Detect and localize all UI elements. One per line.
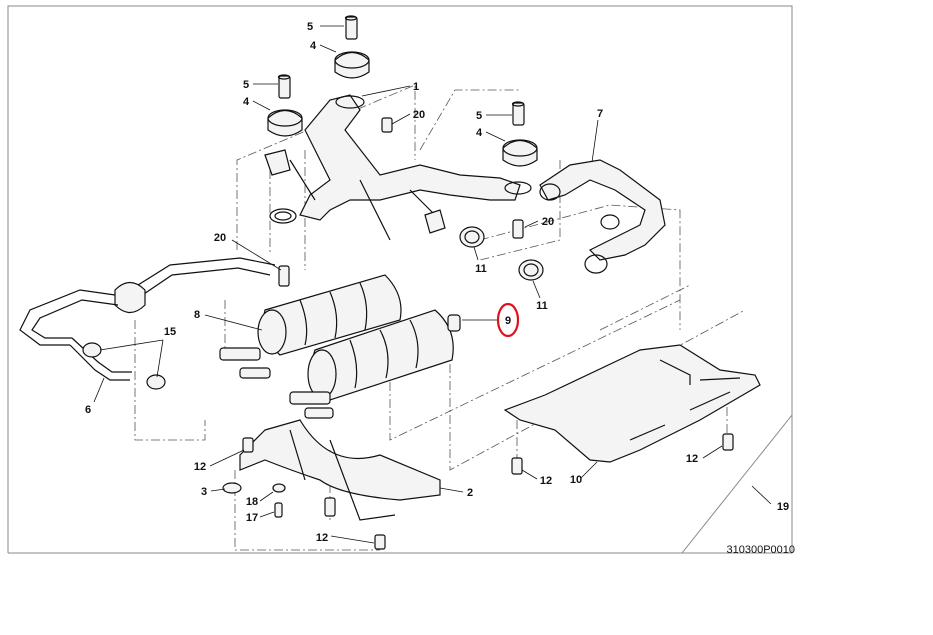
callout-12: 12 [316, 532, 328, 544]
drawing-number: 310300P0010 [726, 544, 795, 556]
callout-8: 8 [194, 309, 200, 321]
callout-10: 10 [570, 474, 582, 486]
bolt-20 [512, 219, 524, 239]
hose-clamp-11 [459, 226, 485, 248]
callout-1: 1 [413, 81, 419, 93]
callout-12: 12 [194, 461, 206, 473]
washer-18 [272, 483, 286, 493]
hose-clip-15 [82, 342, 166, 390]
callout-20: 20 [542, 216, 554, 228]
callout-labels: 5 4 5 4 1 20 5 4 7 20 20 11 11 8 9 15 6 … [85, 21, 789, 544]
callout-20: 20 [413, 109, 425, 121]
rubber-mount-3 [502, 101, 538, 167]
callout-7: 7 [597, 108, 603, 120]
highlight-ring [496, 302, 520, 338]
fuel-hose-7 [539, 159, 666, 274]
bolt-12 [374, 534, 386, 550]
callout-4: 4 [243, 96, 250, 108]
rubber-mount-2 [267, 74, 303, 137]
washer [274, 211, 292, 221]
callout-18: 18 [246, 496, 258, 508]
fuel-pump-8 [219, 274, 402, 379]
rubber-mount-1 [334, 15, 370, 79]
bolt-12 [511, 457, 523, 475]
leader-lines [93, 25, 772, 544]
callout-4: 4 [310, 40, 317, 52]
callout-11: 11 [475, 263, 487, 275]
bolt-20 [381, 117, 393, 133]
diagram-frame [7, 5, 793, 554]
callout-2: 2 [467, 487, 473, 499]
callout-6: 6 [85, 404, 91, 416]
callout-9: 9 [505, 315, 511, 327]
callout-5: 5 [243, 79, 249, 91]
tray-10 [503, 344, 761, 463]
frame-corner-cut [681, 414, 793, 554]
callout-11: 11 [536, 300, 548, 312]
callout-19: 19 [777, 501, 789, 513]
bolt-12 [722, 433, 734, 451]
callout-4: 4 [476, 127, 483, 139]
bolt-12 [324, 497, 336, 517]
callout-17: 17 [246, 512, 258, 524]
bolt-20 [278, 265, 290, 287]
callout-12: 12 [686, 453, 698, 465]
callout-5: 5 [307, 21, 313, 33]
fuel-hose-6 [19, 257, 276, 381]
callout-3: 3 [201, 486, 207, 498]
callout-15: 15 [164, 326, 176, 338]
upper-bracket [264, 94, 532, 241]
washer [269, 208, 297, 224]
callout-20: 20 [214, 232, 226, 244]
hose-clamp-11 [518, 259, 544, 281]
fuel-pump-9 [289, 309, 461, 419]
callout-5: 5 [476, 110, 482, 122]
bolt-12 [242, 437, 254, 453]
callout-12: 12 [540, 475, 552, 487]
lower-bracket-2 [239, 419, 441, 521]
screw-17 [274, 502, 283, 518]
washer-3 [222, 482, 242, 494]
